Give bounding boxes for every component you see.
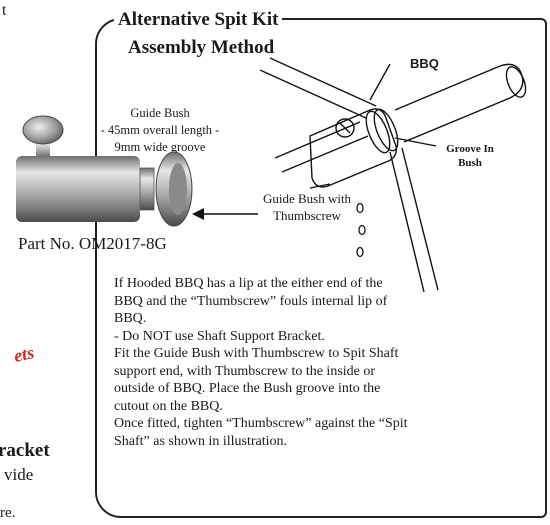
cutoff-end-text: re. — [0, 505, 16, 521]
groove-ring-1 — [365, 110, 391, 154]
diagram-thumbscrew — [335, 118, 355, 138]
bush-groove — [139, 167, 155, 211]
guide-bush-caption-line3: 9mm wide groove — [114, 140, 206, 154]
groove-ring-2 — [373, 108, 399, 152]
bbq-wall-side — [389, 147, 439, 293]
guide-bush-caption-line1: Guide Bush — [130, 106, 190, 120]
instruction-panel-frame — [95, 18, 547, 518]
instruction-line-10: Shaft” as shown in illustration. — [114, 433, 288, 449]
guide-bush-caption-line2: - 45mm overall length - — [100, 123, 220, 137]
instruction-line-8: cutout on the BBQ. — [114, 398, 223, 414]
thumbscrew-knob — [22, 115, 64, 145]
thumb-leader — [309, 183, 331, 189]
instruction-line-9: Once fitted, tighten “Thumbscrew” agains… — [114, 416, 408, 431]
groove-label-line2: Bush — [458, 157, 482, 169]
guide-bush-photo — [16, 115, 193, 227]
cutoff-wide-text: vide — [4, 465, 34, 484]
pointer-arrow — [192, 208, 258, 220]
bush-bore — [169, 163, 187, 215]
cutoff-bracket-text: racket — [0, 440, 50, 461]
cutoff-text-top: t — [2, 2, 7, 19]
part-number: Part No. OM2017-8G — [18, 234, 167, 253]
instruction-line-6: support end, with Thumbscrew to the insi… — [114, 363, 376, 379]
instruction-line-1: If Hooded BBQ has a lip at the either en… — [114, 276, 383, 291]
thumbscrew-label-line1: Guide Bush with — [262, 191, 352, 206]
instruction-line-2: BBQ and the “Thumbscrew” fouls internal … — [114, 293, 388, 309]
groove-label: Groove In Bush — [438, 142, 502, 170]
bbq-label: BBQ — [410, 56, 439, 71]
thumbscrew-label: Guide Bush with Thumbscrew — [242, 190, 372, 224]
assembly-illustration — [259, 57, 527, 293]
groove-leader — [394, 137, 437, 147]
groove-label-line1: Groove In — [446, 143, 494, 155]
bush-body — [16, 156, 140, 222]
instruction-line-4: - Do NOT use Shaft Support Bracket. — [114, 328, 325, 344]
bush-outline — [309, 108, 397, 188]
panel-title-line2: Assembly Method — [124, 37, 279, 59]
thumbscrew-label-line2: Thumbscrew — [273, 208, 341, 223]
instruction-line-3: BBQ. — [114, 311, 147, 326]
bbq-leader — [369, 63, 391, 101]
handle-tube — [394, 63, 524, 143]
panel-title-line1: Alternative Spit Kit — [114, 9, 283, 31]
instruction-line-7: outside of BBQ. Place the Bush groove in… — [114, 381, 381, 396]
instruction-line-5: Fit the Guide Bush with Thumbscrew to Sp… — [114, 346, 399, 361]
instructions-block: If Hooded BBQ has a lip at the either en… — [114, 275, 534, 450]
bbq-wall-top — [259, 57, 377, 119]
cutoff-red-text: ets — [12, 342, 36, 366]
guide-bush-caption: Guide Bush - 45mm overall length - 9mm w… — [80, 105, 240, 156]
